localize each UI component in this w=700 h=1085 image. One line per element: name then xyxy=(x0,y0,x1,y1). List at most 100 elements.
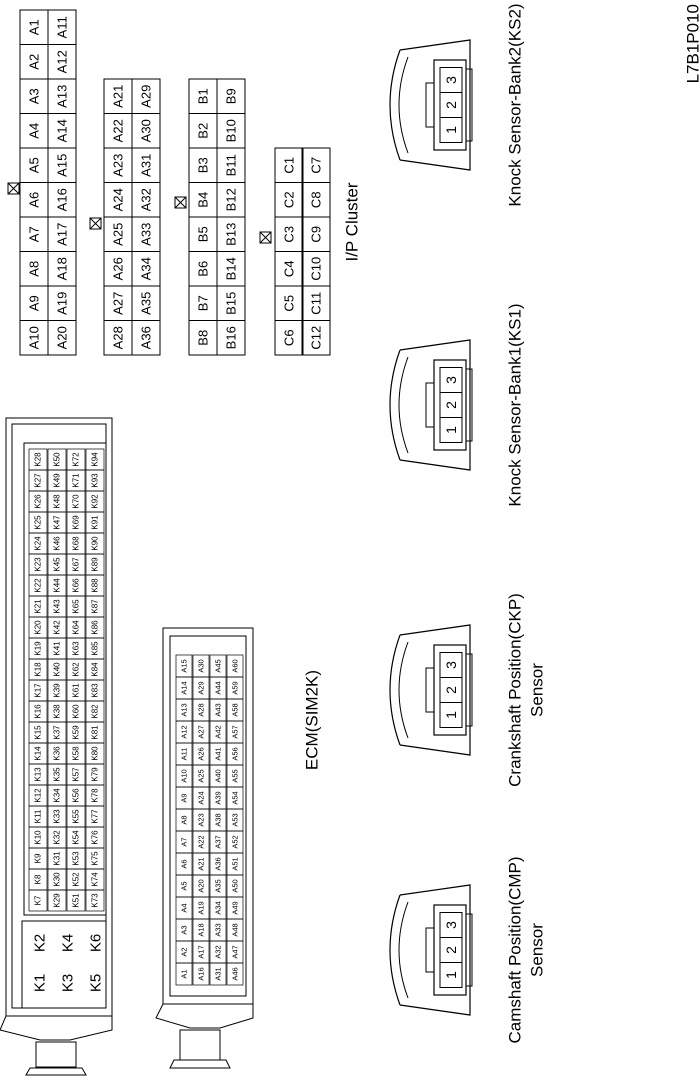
ip-key-mark xyxy=(7,182,20,195)
ecm-k-pin-label: K68 xyxy=(72,536,81,551)
ecm-k-pin-label: K81 xyxy=(91,725,100,740)
ip-pin-label: A2 xyxy=(27,54,42,70)
sensor-pin-label: 1 xyxy=(443,426,459,434)
ecm-a-pin-label: A17 xyxy=(197,945,206,958)
ecm-k-pin-label: K73 xyxy=(91,893,100,908)
ecm-k-pin-label: K84 xyxy=(91,662,100,677)
ip-pin-label: A31 xyxy=(139,154,154,177)
ecm-a-pin-label: A43 xyxy=(214,703,223,716)
ecm-a-pin-label: A6 xyxy=(180,859,189,868)
sensor-pin-label: 1 xyxy=(443,971,459,979)
ecm-a-pin-label: A25 xyxy=(197,769,206,782)
ecm-k-pin-label: K11 xyxy=(34,809,43,823)
ecm-a-pin-label: A15 xyxy=(180,659,189,672)
ecm-k-pin-label: K67 xyxy=(72,557,81,572)
ecm-a-pin-label: A30 xyxy=(197,659,206,672)
ip-pin-label: A21 xyxy=(111,85,126,108)
ip-pin-label: A6 xyxy=(27,192,42,208)
ecm-a-pin-label: A8 xyxy=(180,815,189,824)
ecm-k-pin-label: K61 xyxy=(72,683,81,698)
sensor-pin-cell xyxy=(439,652,463,678)
ip-pin-label: A5 xyxy=(27,157,42,173)
ecm-a-pin-label: A7 xyxy=(180,837,189,846)
ecm-k-pin-label: K47 xyxy=(53,515,62,530)
sensor-pin-label: 3 xyxy=(443,76,459,84)
ecm-a-pin-label: A52 xyxy=(231,835,240,848)
ecm-k-pin-label: K40 xyxy=(53,662,62,677)
ecm-k-pin-label: K70 xyxy=(72,494,81,509)
ecm-k-pin-label: K80 xyxy=(91,746,100,761)
ip-pin-label: C5 xyxy=(282,295,297,312)
ecm-a-pin-label: A23 xyxy=(197,813,206,826)
ecm-k-pin-label: K69 xyxy=(72,515,81,530)
ecm-a-pin-label: A32 xyxy=(214,945,223,958)
ecm-k-pin-label: K31 xyxy=(53,851,62,866)
ecm-a-pin-label: A40 xyxy=(214,769,223,782)
ip-pin-label: C8 xyxy=(309,191,324,208)
ecm-k-pin-cell xyxy=(28,448,48,471)
ip-pin-label: B4 xyxy=(196,192,211,208)
ip-pin-label: A13 xyxy=(55,85,70,108)
ecm-k-pin-label: K25 xyxy=(34,515,43,530)
ecm-a-pin-label: A3 xyxy=(180,925,189,934)
ecm-k-pin-label: K7 xyxy=(34,895,43,905)
ecm-a-pin-label: A60 xyxy=(231,659,240,672)
ecm-a-pin-label: A11 xyxy=(180,748,189,761)
ecm-a-pin-label: A50 xyxy=(231,879,240,892)
ecm-a-latch xyxy=(155,1003,254,1029)
ip-pin-label: A29 xyxy=(139,85,154,108)
ecm-k-pin-label: K55 xyxy=(72,809,81,824)
ecm-a-pin-label: A41 xyxy=(214,747,223,760)
ip-pin-label: B1 xyxy=(196,88,211,104)
ecm-a-pin-cell xyxy=(209,654,227,678)
ecm-k-pin-label: K29 xyxy=(53,893,62,908)
ecm-k-latch xyxy=(0,1015,113,1041)
ecm-a-pin-label: A59 xyxy=(231,681,240,694)
ip-pin-cell xyxy=(274,147,304,183)
ip-pin-label: B15 xyxy=(224,292,239,315)
ecm-a-pin-label: A5 xyxy=(180,881,189,890)
ecm-k-big-block xyxy=(21,920,107,1009)
ecm-k-big-pin: K2 xyxy=(32,934,49,952)
ecm-k-pin-label: K48 xyxy=(53,494,62,509)
ecm-a-pin-label: A47 xyxy=(231,945,240,958)
ip-pin-label: C11 xyxy=(309,292,324,315)
ecm-k-pin-label: K20 xyxy=(34,620,43,635)
sensor-label: Knock Sensor-Bank2(KS2) xyxy=(506,3,525,206)
ecm-k-pin-label: K86 xyxy=(91,620,100,635)
ip-pin-label: B10 xyxy=(224,119,239,142)
sensor-pin-label: 2 xyxy=(443,686,459,694)
ecm-k-pin-label: K19 xyxy=(34,641,43,656)
ip-pin-cell xyxy=(216,78,246,114)
sensor-label: Knock Sensor-Bank1(KS1) xyxy=(506,303,525,506)
ecm-a-pin-label: A38 xyxy=(214,813,223,826)
ecm-k-pin-label: K92 xyxy=(91,494,100,509)
ecm-k-pin-label: K15 xyxy=(34,725,43,740)
ip-pin-label: A20 xyxy=(55,326,70,349)
ip-pin-label: B8 xyxy=(196,330,211,346)
ecm-a-pin-label: A37 xyxy=(214,835,223,848)
sensor-pin-label: 3 xyxy=(443,921,459,929)
ip-pin-label: A14 xyxy=(55,119,70,142)
ip-pin-label: C9 xyxy=(309,226,324,243)
ecm-k-pin-label: K71 xyxy=(72,473,81,488)
ecm-k-pin-label: K77 xyxy=(91,809,100,824)
ecm-a-pin-label: A26 xyxy=(197,747,206,760)
sensor-pin-label: 2 xyxy=(443,401,459,409)
ecm-k-pin-label: K13 xyxy=(34,767,43,782)
ecm-k-pin-label: K39 xyxy=(53,683,62,698)
ip-pin-label: A30 xyxy=(139,119,154,142)
ecm-k-big-pin: K6 xyxy=(88,934,105,952)
ip-pin-label: A3 xyxy=(27,88,42,104)
sensor-label: Crankshaft Position(CKP) xyxy=(506,593,525,787)
ecm-a-pin-label: A2 xyxy=(180,947,189,956)
ip-pin-label: B16 xyxy=(224,326,239,349)
ecm-k-pin-label: K83 xyxy=(91,683,100,698)
ip-pin-label: B13 xyxy=(224,223,239,246)
ecm-k-pin-label: K91 xyxy=(91,515,100,530)
ecm-a-connector-inner xyxy=(169,635,247,997)
ecm-k-pin-label: K58 xyxy=(72,746,81,761)
ecm-k-pin-label: K63 xyxy=(72,641,81,656)
ip-pin-label: A9 xyxy=(27,295,42,311)
